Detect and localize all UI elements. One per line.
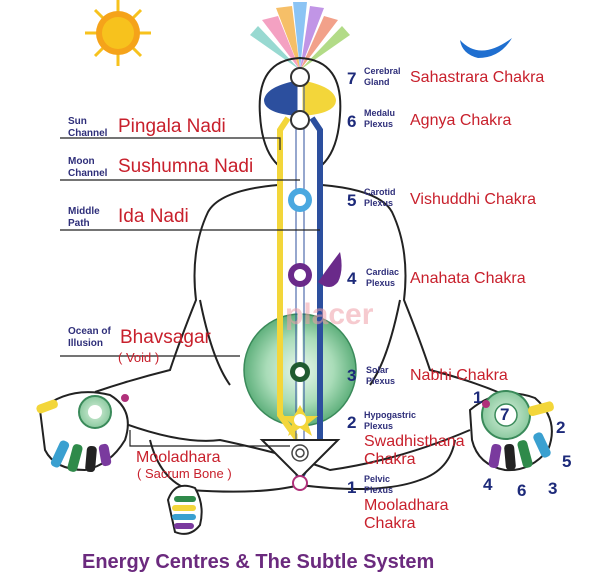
- nadi-channel-moon: Moon Channel: [68, 156, 108, 179]
- nadi-name-sushumna: Sushumna Nadi: [118, 156, 254, 177]
- sun-icon: [85, 0, 151, 66]
- chakra-1-number: 1: [347, 478, 357, 497]
- void-label: ( Void ): [118, 350, 160, 365]
- chakra-4-number: 4: [347, 269, 357, 288]
- chakra-4-plexus: Cardiac Plexus: [366, 267, 400, 288]
- anahata-flame-icon: [318, 252, 342, 287]
- diagram-title: Energy Centres & The Subtle System: [82, 551, 435, 573]
- anahata-star: [288, 263, 312, 287]
- finger-number-5: 5: [562, 452, 572, 471]
- nadi-channel-middle: Middle Path: [68, 206, 100, 229]
- hand-center-number: 7: [500, 405, 510, 424]
- chakra-4-name: Anahata Chakra: [410, 270, 526, 287]
- chakra-1-name: Mooladhara Chakra: [364, 497, 449, 532]
- swadhisthana-star: [282, 405, 318, 436]
- chakra-5-plexus: Carotid Plexus: [364, 187, 396, 208]
- leader-lines: [60, 137, 320, 447]
- chakra-2-plexus: Hypogastric Plexus: [364, 410, 417, 431]
- chakra-6-number: 6: [347, 112, 357, 131]
- finger-number-1: 1: [473, 388, 483, 407]
- chakra-5-name: Vishuddhi Chakra: [410, 191, 537, 208]
- watermark: placer: [285, 298, 374, 331]
- bhavsagar-label: Bhavsagar: [120, 327, 211, 348]
- left-palm: [36, 391, 129, 473]
- finger-number-3: 3: [548, 479, 558, 498]
- chakra-1-plexus: Pelvic Plexus: [364, 474, 394, 495]
- chakra-3-name: Nabhi Chakra: [410, 367, 508, 384]
- kundalini-triangle: [259, 439, 341, 480]
- chakra-6-plexus: Medalu Plexus: [364, 108, 396, 129]
- chakra-7-name: Sahastrara Chakra: [410, 69, 545, 86]
- moon-icon: [460, 38, 512, 58]
- sacrum-bone-label: ( Sacrum Bone ): [137, 466, 232, 481]
- chakra-7-plexus: Cerebral Gland: [364, 66, 401, 87]
- nadi-channel-sun: Sun Channel: [68, 116, 108, 139]
- chakra-3-plexus: Solar Plexus: [366, 365, 396, 386]
- finger-number-2: 2: [556, 418, 566, 437]
- chakra-2-name: Swadhisthana Chakra: [364, 433, 465, 468]
- finger-number-4: 4: [483, 475, 493, 494]
- nadi-name-ida: Ida Nadi: [118, 206, 189, 227]
- crown-rays: [250, 2, 350, 70]
- nabhi-star: [290, 362, 310, 382]
- chakra-2-number: 2: [347, 413, 357, 432]
- chakra-5-number: 5: [347, 191, 357, 210]
- nadi-name-pingala: Pingala Nadi: [118, 116, 226, 137]
- foot: [166, 484, 203, 535]
- nadi-channel-illusion: Ocean of Illusion: [68, 326, 111, 349]
- chakra-3-number: 3: [347, 366, 357, 385]
- chakra-points: [259, 67, 341, 491]
- vishuddhi-star: [288, 188, 312, 212]
- right-palm: [468, 390, 554, 472]
- mooladhara-left-label: Mooladhara: [136, 449, 221, 466]
- chakra-7-number: 7: [347, 69, 357, 88]
- chakra-6-name: Agnya Chakra: [410, 112, 512, 129]
- finger-number-6: 6: [517, 481, 527, 500]
